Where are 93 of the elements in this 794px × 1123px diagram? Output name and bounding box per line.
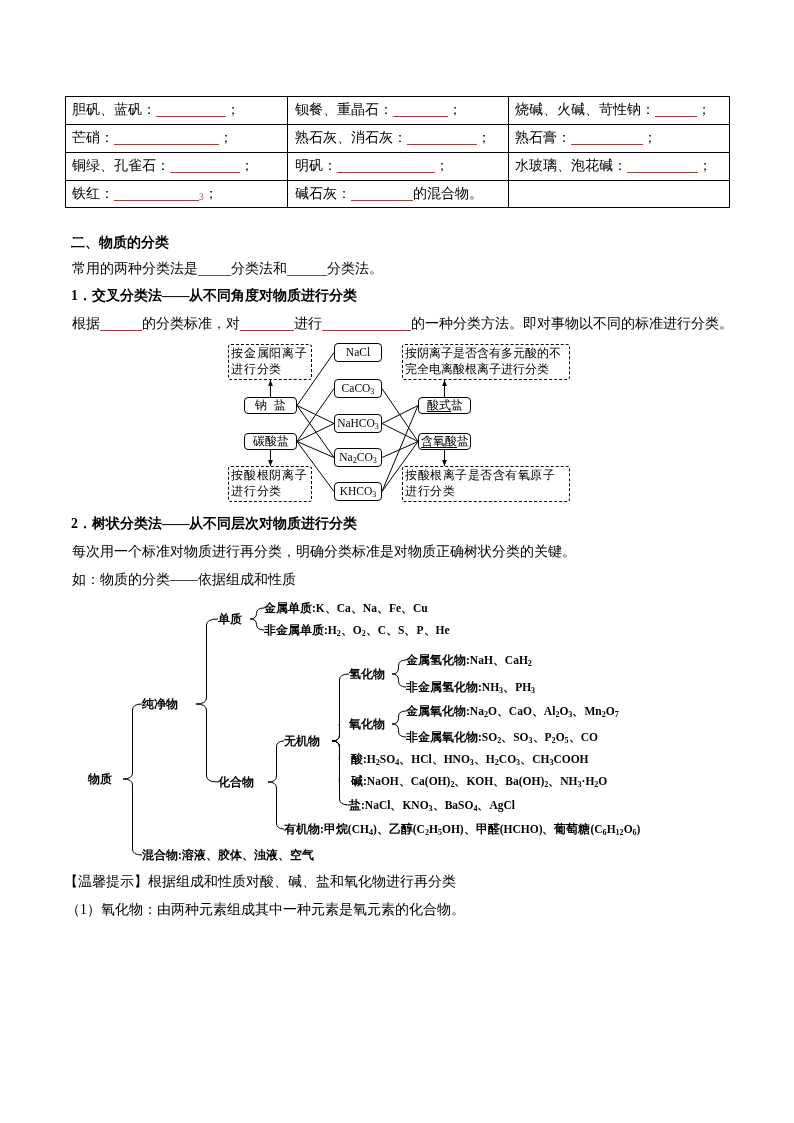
tree-label: 氧化物 (339, 717, 392, 731)
tree-label: 金属单质:K、Ca、Na、Fe、Cu (264, 601, 428, 615)
table-text: 烧碱、火碱、苛性钠： (515, 101, 655, 119)
table-text: 胆矾、蓝矾： (72, 101, 156, 119)
formula-box: NaHCO$_{3}$ (334, 414, 382, 433)
table-text: ； (697, 101, 711, 119)
table-text: ； (698, 157, 712, 175)
category-box: 钠 盐 (244, 397, 297, 414)
body-text: （1）氧化物：由两种元素组成其中一种元素是氧元素的化合物。 (66, 901, 465, 919)
body-text: 如：物质的分类——依据组成和性质 (72, 571, 296, 589)
tree-label: 纯净物 (142, 697, 196, 711)
body-text: 的分类标准，对 (142, 315, 240, 333)
tree-label: 非金属氢化物:NH$_{3}$、PH$_{3}$ (406, 680, 536, 694)
formula-box: CaCO$_{3}$ (334, 379, 382, 398)
table-text: ； (643, 129, 657, 147)
table-text: 熟石膏： (515, 129, 571, 147)
tree-label: 化合物 (218, 775, 268, 789)
body-text: 分类法和 (231, 260, 287, 278)
body-text: 常用的两种分类法是 (72, 260, 198, 278)
brace (391, 659, 407, 675)
connector-line (296, 423, 335, 442)
body-text: 【温馨提示】根据组成和性质对酸、碱、盐和氧化物进行再分类 (64, 873, 456, 891)
formula-box: KHCO$_{3}$ (334, 482, 382, 501)
connector-line (296, 352, 335, 406)
connector-line (381, 405, 419, 492)
table-text: 熟石灰、消石灰： (295, 129, 407, 147)
connector-line (381, 423, 419, 442)
connector-line (296, 441, 335, 492)
table-text: 芒硝： (72, 129, 114, 147)
brace (267, 781, 285, 830)
brace (249, 618, 265, 631)
connector-line (296, 388, 335, 442)
brace (391, 723, 407, 738)
formula-box: Na$_{2}$CO$_{3}$ (334, 448, 382, 467)
connector-line (381, 441, 419, 458)
body-text: 每次用一个标准对物质进行再分类，明确分类标准是对物质正确树状分类的关键。 (72, 543, 576, 561)
table-text: ； (435, 157, 449, 175)
tree-label: 有机物:甲烷(CH$_{4}$)、乙醇(C$_{2}$H$_{5}$OH)、甲醛(HCHO)、葡萄糖(C$_{6}$H$_{12}$O$_{6}$) (284, 822, 641, 836)
body-text: 进行 (294, 315, 322, 333)
tree-label: 金属氧化物:Na$_{2}$O、CaO、Al$_{2}$O$_{3}$、Mn$_{2}$O$_{7}$ (406, 704, 619, 718)
body-text: 根据 (72, 315, 100, 333)
tree-label: 酸:H$_{2}$SO$_{4}$、HCl、HNO$_{3}$、H$_{2}$CO$_{3}$、CH$_{3}$COOH (339, 752, 589, 766)
table-text: ； (448, 101, 462, 119)
table-text: ； (219, 129, 233, 147)
criterion-box: 按酸根离子是否含有氧原子进行分类 (402, 466, 570, 502)
section-heading: 1．交叉分类法——从不同角度对物质进行分类 (71, 287, 358, 305)
connector-line (381, 441, 419, 492)
table-text: 铁红： (72, 184, 114, 203)
formula-box: NaCl (334, 343, 382, 362)
tree-label: 混合物:溶液、胶体、浊液、空气 (142, 848, 314, 862)
brace (391, 710, 407, 725)
tree-label: 非金属单质:H$_{2}$、O$_{2}$、C、S、P、He (264, 623, 450, 637)
connector-line (381, 405, 419, 424)
brace (267, 740, 285, 783)
arrow (442, 449, 447, 467)
arrow (442, 379, 447, 398)
tree-label: 盐:NaCl、KNO$_{3}$、BaSO$_{4}$、AgCl (349, 798, 515, 812)
tree-label: 非金属氧化物:SO$_{2}$、SO$_{3}$、P$_{2}$O$_{5}$、CO (406, 730, 598, 744)
table-text: 钡餐、重晶石： (295, 101, 393, 119)
table-text: 水玻璃、泡花碱： (515, 157, 627, 175)
brace (391, 673, 407, 688)
connector-line (296, 405, 335, 458)
brace (249, 607, 265, 620)
criterion-box: 按金属阳离子进行分类 (228, 344, 312, 380)
arrow (268, 449, 273, 467)
arrow (268, 379, 273, 398)
tree-label: 单质 (218, 612, 250, 626)
connector-line (381, 388, 419, 442)
connector-line (296, 405, 335, 424)
tree-label: 氢化物 (349, 667, 392, 681)
table-text: ； (240, 157, 254, 175)
tree-label: 金属氢化物:NaH、CaH$_{2}$ (406, 653, 532, 667)
table-text: ； (477, 129, 491, 147)
category-box: 含氧酸盐 (418, 433, 471, 450)
tree-label: 无机物 (284, 734, 332, 748)
brace (331, 723, 340, 742)
tree-label: 碱:NaOH、Ca(OH)$_{2}$、KOH、Ba(OH)$_{2}$、NH$_{3}$·H$_{2}$O (339, 774, 608, 788)
body-text: 分类法。 (327, 260, 383, 278)
criterion-box: 按酸根阴离子进行分类 (228, 466, 312, 502)
section-heading: 2．树状分类法——从不同层次对物质进行分类 (71, 515, 358, 533)
category-box: 酸式盐 (418, 397, 471, 414)
table-text: ； (226, 101, 240, 119)
connector-line (296, 441, 335, 458)
section-heading: 二、物质的分类 (71, 234, 169, 252)
table-text: 铜绿、孔雀石： (72, 157, 170, 175)
table-text: 碱石灰： (295, 184, 351, 203)
table-text: $_{3}$； (199, 184, 218, 203)
criterion-box: 按阴离子是否含有多元酸的不完全电离酸根离子进行分类 (402, 344, 570, 380)
category-box: 碳酸盐 (244, 433, 297, 450)
table-text: 的混合物。 (413, 184, 483, 203)
body-text: 的一种分类方法。即对事物以不同的标准进行分类。 (411, 315, 733, 333)
tree-label: 物质 (88, 772, 123, 786)
table-text: 明矾： (295, 157, 337, 175)
